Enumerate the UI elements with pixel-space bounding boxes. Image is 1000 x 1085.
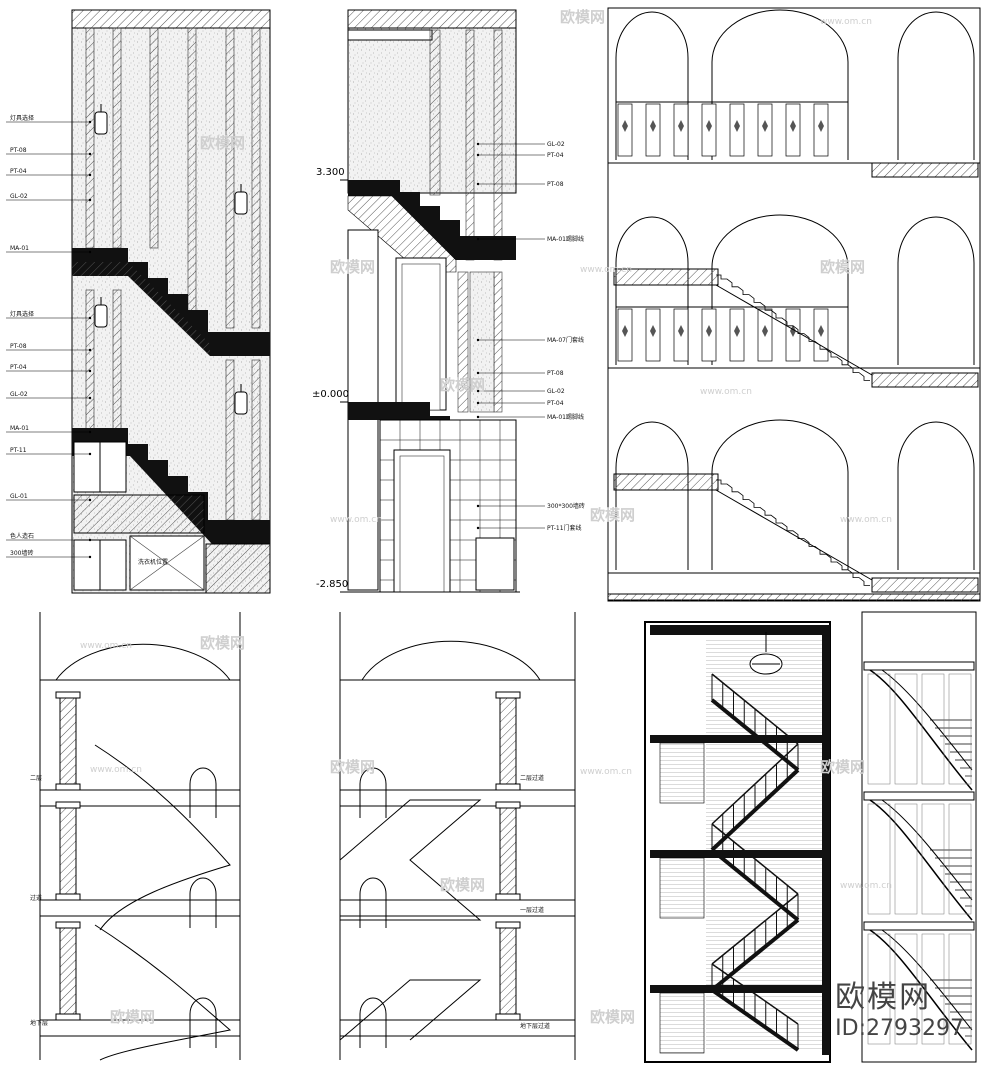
watermark-brand: 欧模网 [820,758,865,776]
watermark-url: www.om.cn [580,767,632,777]
model-id: ID:2793297 [835,1016,964,1041]
finish-label: GL-01 [10,493,28,500]
pendant-lamp-icon [94,297,108,328]
floor-name-label: 地下层 [30,1019,48,1027]
panel-a-stair-elevation: 洗衣机位置 灯具选择PT-08PT-04GL-02MA-01灯具选择PT-08P… [6,9,271,594]
watermark-brand: 欧模网 [590,1008,635,1026]
finish-label: MA-01踢脚线 [547,413,584,421]
pendant-lamp-icon [234,384,248,415]
watermark-url: www.om.cn [90,765,142,775]
washer-location-sign: 洗衣机位置 [138,558,168,566]
panel-g-spiral-stair-elevation [861,611,977,1063]
panel-b-stair-section: 3.300 ±0.000 -2.850 GL-02PT-04PT-08MA-01… [312,9,585,593]
finish-label: GL-02 [547,388,565,395]
floor-name-label: 一层过道 [520,906,544,914]
stair-flight [710,963,800,1052]
spiral-stair-bay [863,921,975,1051]
watermark-brand: 欧模网 [560,8,605,26]
finish-label: PT-04 [547,400,564,407]
finish-label: PT-11 [10,447,27,454]
watermark-brand: 欧模网 [440,376,485,394]
floor-name-label: 二层过道 [520,774,544,782]
panel-f-staircase-section [644,621,831,1063]
brand-mark: 欧模网 ID:2793297 [835,980,964,1042]
floor-name-label: 地下层过道 [520,1022,550,1030]
finish-label: 300墙砖 [10,549,33,557]
watermark-url: www.om.cn [80,641,132,651]
finish-label: GL-02 [10,193,28,200]
panel-b-leaders [476,142,545,530]
finish-label: 300*300墙砖 [547,502,585,510]
level-marker-ground: ±0.000 [312,389,349,400]
finish-label: PT-08 [10,343,27,350]
panel-a-labels: 灯具选择PT-08PT-04GL-02MA-01灯具选择PT-08PT-04GL… [10,114,34,557]
floor-level [39,921,241,1048]
finish-label: GL-02 [547,141,565,148]
level-marker-basement: -2.850 [316,579,348,590]
watermark-brand: 欧模网 [200,634,245,652]
watermark-brand: 欧模网 [110,1008,155,1026]
floor-level [39,801,241,928]
floor-name-label: 二层 [30,775,42,782]
chandelier-icon [749,632,783,675]
pendant-lamp-icon [94,104,108,135]
stair-flight [710,893,800,992]
finish-label: PT-04 [547,152,564,159]
spiral-stair-bay [863,791,975,921]
finish-label: GL-02 [10,391,28,398]
floor-name-label: 过道 [30,894,42,902]
finish-label: PT-08 [547,181,564,188]
watermark-brand: 欧模网 [440,876,485,894]
level-marker-top: 3.300 [316,167,345,178]
watermark-url: www.om.cn [840,881,892,891]
finish-label: PT-08 [10,147,27,154]
watermark-url: www.om.cn [840,515,892,525]
finish-label: 灯具选择 [10,114,34,122]
finish-label: 色人造石 [10,532,34,540]
watermark-url: www.om.cn [330,515,382,525]
watermark-url: www.om.cn [820,17,872,27]
finish-label: PT-04 [10,364,27,371]
spiral-stair-bay [863,661,975,791]
arch-floor [608,214,980,388]
finish-label: PT-04 [10,168,27,175]
floor-level [39,691,241,818]
watermark-url: www.om.cn [580,265,632,275]
panel-a-leaders [6,120,92,559]
watermark-brand: 欧模网 [200,134,245,152]
floor-level [339,691,576,818]
watermark-url: www.om.cn [700,387,752,397]
panel-b-labels: GL-02PT-04PT-08MA-01踢脚线MA-07门套线PT-08GL-0… [547,141,585,532]
floor-level [339,801,576,928]
watermark-brand: 欧模网 [590,506,635,524]
watermark-layer: 欧模网欧模网欧模网欧模网欧模网欧模网欧模网欧模网欧模网欧模网欧模网欧模网www.… [80,8,892,1026]
brand-name: 欧模网 [835,980,932,1015]
panel-c-arch-elevations [607,7,981,602]
watermark-brand: 欧模网 [820,258,865,276]
arch-floor [608,9,980,178]
finish-label: MA-01 [10,245,29,252]
finish-label: PT-08 [547,370,564,377]
floor-level [339,921,576,1048]
pendant-lamp-icon [234,184,248,215]
arch-floor [608,419,980,593]
watermark-brand: 欧模网 [330,758,375,776]
finish-label: 灯具选择 [10,310,34,318]
finish-label: PT-11门套线 [547,524,582,532]
watermark-brand: 欧模网 [330,258,375,276]
finish-label: MA-07门套线 [547,336,584,344]
finish-label: MA-01踢脚线 [547,235,584,243]
finish-label: MA-01 [10,425,29,432]
